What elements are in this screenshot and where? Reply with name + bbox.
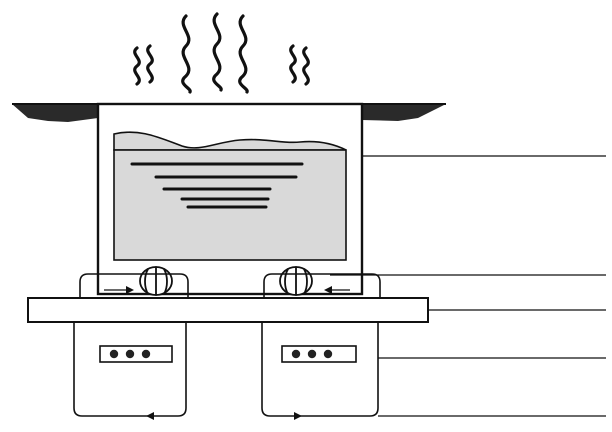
indicator-dot-icon xyxy=(141,349,151,359)
steam-wave-icon xyxy=(181,14,192,94)
arrow-left-icon xyxy=(146,412,154,420)
arrow-right-icon xyxy=(126,286,134,294)
arrow-right-icon xyxy=(294,412,302,420)
flow-arrows xyxy=(104,286,350,294)
heater-control-panel xyxy=(281,345,357,363)
arrow-left-icon xyxy=(324,286,332,294)
steam-wave-icon xyxy=(238,14,249,94)
heater-unit-left xyxy=(73,273,189,420)
coil-left xyxy=(139,266,173,296)
lid-flange xyxy=(12,103,446,122)
heater-control-panel xyxy=(99,345,173,363)
indicator-dot-icon xyxy=(125,349,135,359)
coil-right xyxy=(279,266,313,296)
indicator-dot-icon xyxy=(109,349,119,359)
heater-unit-right xyxy=(261,273,381,420)
base-plate xyxy=(27,297,429,323)
leader-lines xyxy=(330,155,606,417)
indicator-dot-icon xyxy=(291,349,301,359)
steam-wave-icon xyxy=(146,44,154,84)
steam-wave-icon xyxy=(133,46,141,86)
indicator-dot-icon xyxy=(323,349,333,359)
text-lines xyxy=(130,162,304,209)
steam-wave-icon xyxy=(302,46,310,86)
liquid-panel xyxy=(113,131,347,261)
steam-wave-icon xyxy=(212,12,223,92)
steam-wave-icon xyxy=(289,44,297,84)
vapor-group xyxy=(133,12,310,94)
indicator-dot-icon xyxy=(307,349,317,359)
